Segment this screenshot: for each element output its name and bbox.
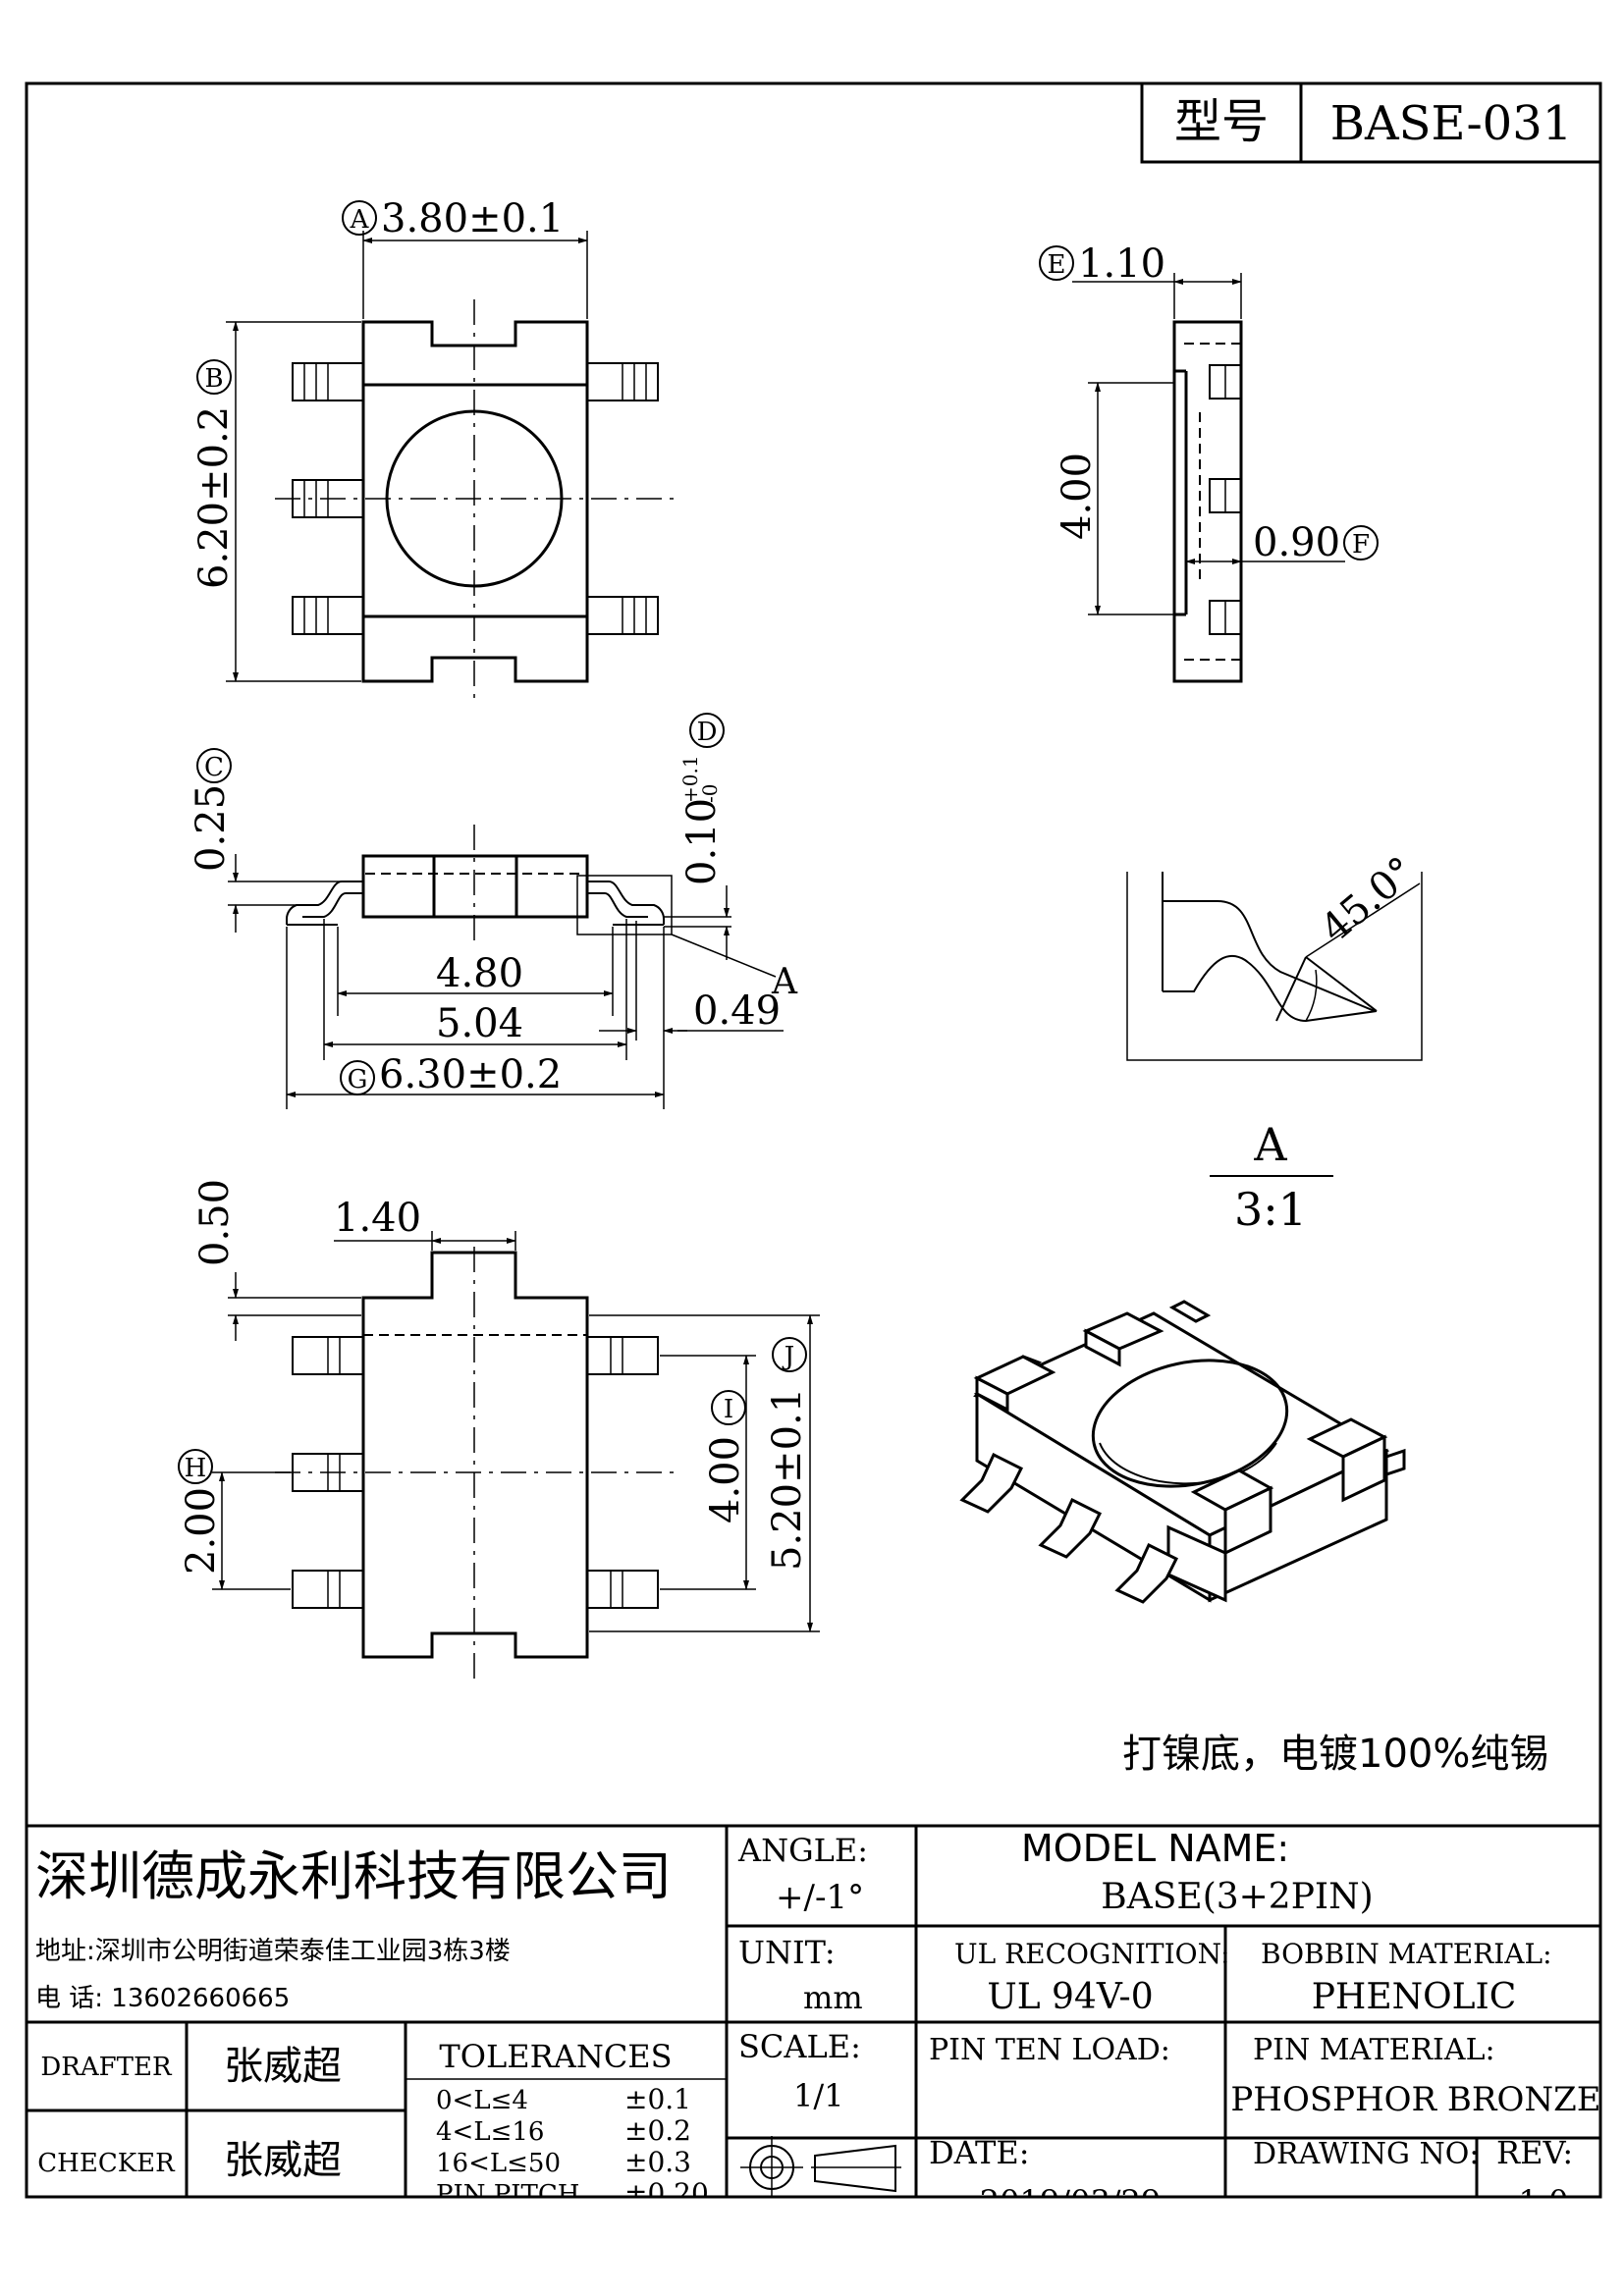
projection-symbol — [740, 2136, 901, 2197]
tol-range-3: 16<L≤50 — [436, 2149, 561, 2178]
pin-material-value: PHOSPHOR BRONZE — [1230, 2080, 1600, 2119]
ul-label: UL RECOGNITION: — [954, 1938, 1230, 1970]
top-right-pins — [586, 362, 659, 635]
tol-value-2: ±0.2 — [624, 2114, 691, 2147]
checker-name: 张威超 — [224, 2138, 342, 2183]
company-phone: 电 话: 13602660665 — [35, 1984, 290, 2013]
bottom-140-value: 1.40 — [334, 1196, 421, 1241]
pin-ten-load-label: PIN TEN LOAD: — [929, 2033, 1170, 2067]
type-label: 型号 — [1174, 94, 1269, 149]
part-number: BASE-031 — [1330, 96, 1573, 151]
outer-frame — [25, 81, 1602, 2199]
dim-i-callout — [711, 1390, 746, 1425]
dim-a-callout — [342, 200, 377, 236]
len-480-value: 4.80 — [436, 951, 523, 996]
dim-h-value: 2.00 — [179, 1487, 224, 1575]
model-label: MODEL NAME: — [1021, 1827, 1289, 1870]
bottom-view: 0.50 1.40 H 2.00 I 4.00 J 5.20±0.1 — [178, 1179, 820, 1679]
drawing-no-label: DRAWING NO: — [1253, 2137, 1479, 2171]
front-view: A C 0.25 D 0.10 +0.1 -0 4.80 5.04 — [189, 713, 798, 1109]
dim-d-tol-plus: +0.1 — [678, 755, 702, 803]
ul-value: UL 94V-0 — [987, 1977, 1153, 2017]
dim-a-value: 3.80±0.1 — [381, 196, 564, 241]
title-block: 深圳德成永利科技有限公司 地址:深圳市公明街道荣泰佳工业园3栋3楼 电 话: 1… — [27, 1824, 1601, 2220]
drafter-label: DRAFTER — [40, 2053, 173, 2082]
len-049-value: 0.49 — [693, 988, 781, 1034]
unit-label: UNIT: — [738, 1934, 836, 1971]
scale-label: SCALE: — [738, 2028, 861, 2065]
bottom-left-pins — [292, 1336, 364, 1609]
dim-i-letter: I — [724, 1395, 733, 1424]
plating-note: 打镍底，电镀100%纯锡 — [1122, 1732, 1548, 1777]
tol-value-4: ±0.20 — [624, 2177, 709, 2210]
bottom-right-pins — [586, 1336, 659, 1609]
dim-j-letter: J — [782, 1342, 794, 1371]
date-value: 2019/03/29 — [980, 2183, 1161, 2220]
dim-d-letter: D — [697, 718, 718, 747]
tol-range-1: 0<L≤4 — [436, 2086, 528, 2115]
detail-angle: 45.0° — [1313, 848, 1424, 951]
side-view: E 1.10 4.00 0.90 F — [1039, 241, 1379, 683]
dim-h-callout — [178, 1449, 213, 1484]
dim-h-letter: H — [185, 1454, 207, 1483]
drafter-name: 张威超 — [224, 2044, 342, 2089]
date-label: DATE: — [929, 2134, 1030, 2171]
tolerances-label: TOLERANCES — [439, 2038, 672, 2075]
detail-scale: 3:1 — [1234, 1183, 1307, 1236]
top-view: A 3.80±0.1 B 6.20±0.2 — [191, 196, 677, 702]
dim-g-value: 6.30±0.2 — [379, 1052, 562, 1097]
dim-c-letter: C — [204, 753, 224, 782]
dim-g-callout — [340, 1060, 375, 1095]
angle-label: ANGLE: — [737, 1832, 868, 1869]
dim-e-value: 1.10 — [1078, 241, 1165, 287]
dim-f-callout — [1343, 525, 1379, 561]
tol-range-2: 4<L≤16 — [436, 2117, 544, 2147]
model-value: BASE(3+2PIN) — [1101, 1877, 1373, 1917]
bobbin-material-value: PHENOLIC — [1312, 1977, 1517, 2017]
dim-d-value: 0.10 — [679, 798, 725, 885]
dim-b-letter: B — [204, 364, 223, 394]
dim-d-callout — [689, 713, 725, 748]
dim-d-tol-minus: -0 — [698, 784, 722, 803]
scale-value: 1/1 — [793, 2077, 844, 2114]
dim-f-letter: F — [1352, 530, 1370, 560]
rev-value: 1.0 — [1519, 2183, 1569, 2220]
side-height-value: 4.00 — [1055, 453, 1100, 540]
dim-g-letter: G — [348, 1065, 368, 1095]
detail-label: A — [1253, 1118, 1287, 1171]
company-address: 地址:深圳市公明街道荣泰佳工业园3栋3楼 — [35, 1937, 511, 1966]
dim-a-letter: A — [350, 205, 370, 235]
top-left-pins — [292, 362, 364, 635]
type-box: 型号 BASE-031 — [1140, 81, 1602, 164]
bottom-050-value: 0.50 — [192, 1179, 238, 1266]
dim-b-callout — [196, 359, 232, 395]
dim-e-callout — [1039, 245, 1074, 281]
company-name: 深圳德成永利科技有限公司 — [35, 1845, 672, 1907]
tol-value-3: ±0.3 — [624, 2146, 691, 2178]
tol-value-1: ±0.1 — [624, 2083, 691, 2115]
dim-b-value: 6.20±0.2 — [191, 406, 237, 589]
bobbin-material-label: BOBBIN MATERIAL: — [1261, 1938, 1552, 1970]
dim-j-callout — [772, 1337, 807, 1372]
detail-ref-letter: A — [771, 962, 798, 1002]
isometric-view — [959, 1300, 1406, 1604]
rev-label: REV: — [1496, 2134, 1573, 2171]
tol-range-4: PIN PITCH — [436, 2180, 579, 2210]
dim-i-value: 4.00 — [703, 1436, 748, 1523]
dim-j-value: 5.20±0.1 — [765, 1388, 810, 1571]
dim-c-value: 0.25 — [189, 784, 234, 872]
unit-value: mm — [803, 1979, 863, 2016]
checker-label: CHECKER — [37, 2149, 176, 2178]
dim-e-letter: E — [1048, 250, 1066, 280]
dim-c-callout — [196, 748, 232, 783]
len-504-value: 5.04 — [436, 1001, 523, 1046]
angle-value: +/-1° — [776, 1878, 864, 1917]
dim-f-value: 0.90 — [1253, 520, 1340, 565]
detail-a: 45.0° A 3:1 — [1126, 848, 1424, 1236]
pin-material-label: PIN MATERIAL: — [1253, 2033, 1495, 2067]
